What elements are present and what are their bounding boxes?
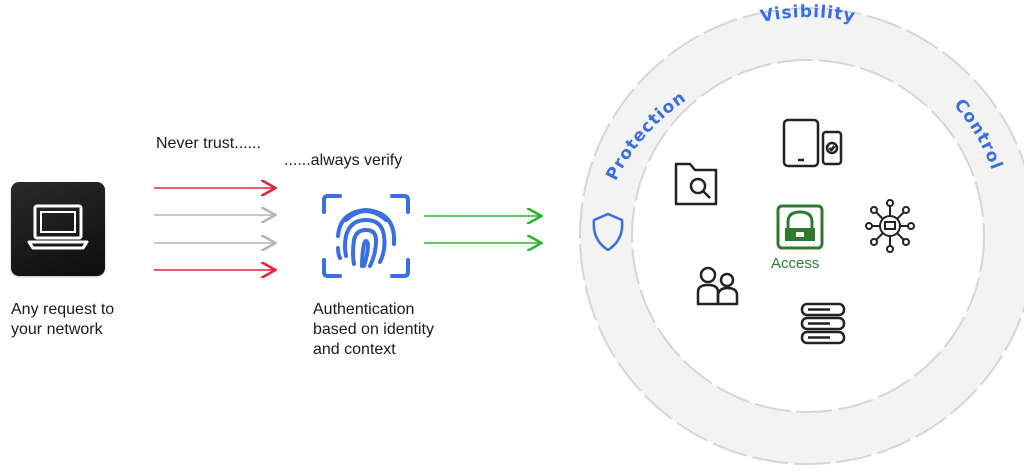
- auth-label: Authentication based on identity and con…: [313, 300, 434, 360]
- never-trust-text: Never trust......: [156, 135, 261, 152]
- request-label-line1: Any request to: [11, 301, 115, 318]
- network-hub-icon: [865, 199, 915, 253]
- folder-search-icon: [674, 162, 718, 206]
- server-stack-icon: [800, 302, 846, 345]
- auth-label-line1: Authentication: [313, 301, 415, 318]
- fingerprint-icon: [322, 194, 410, 278]
- outgoing-arrows: [424, 204, 550, 254]
- incoming-arrows: [154, 176, 290, 280]
- request-label-line2: your network: [11, 321, 103, 338]
- users-icon: [696, 266, 739, 306]
- shield-icon: [592, 212, 624, 252]
- tablet-phone-icon: [782, 118, 843, 168]
- lock-icon: [776, 204, 824, 250]
- auth-label-line3: and context: [313, 341, 396, 358]
- request-label: Any request to your network: [11, 300, 114, 340]
- laptop-tile: [11, 182, 105, 276]
- auth-label-line2: based on identity: [313, 321, 434, 338]
- always-verify-text: ......always verify: [284, 152, 403, 169]
- security-rings: Visibility Protection Control: [579, 2, 1024, 465]
- access-label: Access: [771, 255, 820, 272]
- laptop-icon: [27, 204, 89, 250]
